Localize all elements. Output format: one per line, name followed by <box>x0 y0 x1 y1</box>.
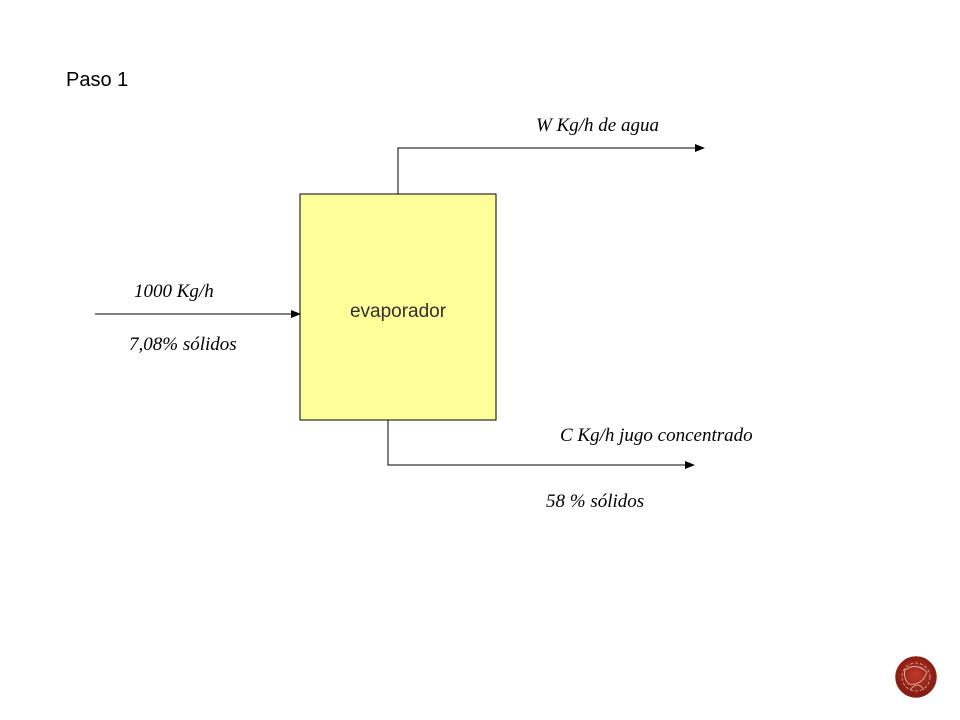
water-outlet-arrow <box>397 144 705 194</box>
evaporator-box <box>299 193 497 421</box>
water-flow-label: W Kg/h de agua <box>536 115 659 136</box>
feed-flow-label: 1000 Kg/h <box>134 281 214 302</box>
evaporator-label: evaporador <box>350 301 447 322</box>
concentrate-outlet-arrow <box>387 420 695 469</box>
feed-solids-label: 7,08% sólidos <box>129 334 237 355</box>
ornate-circle-icon <box>895 656 937 698</box>
step-title: Paso 1 <box>66 69 128 91</box>
concentrate-flow-label: C Kg/h jugo concentrado <box>560 425 753 446</box>
concentrate-solids-label: 58 % sólidos <box>546 491 644 512</box>
